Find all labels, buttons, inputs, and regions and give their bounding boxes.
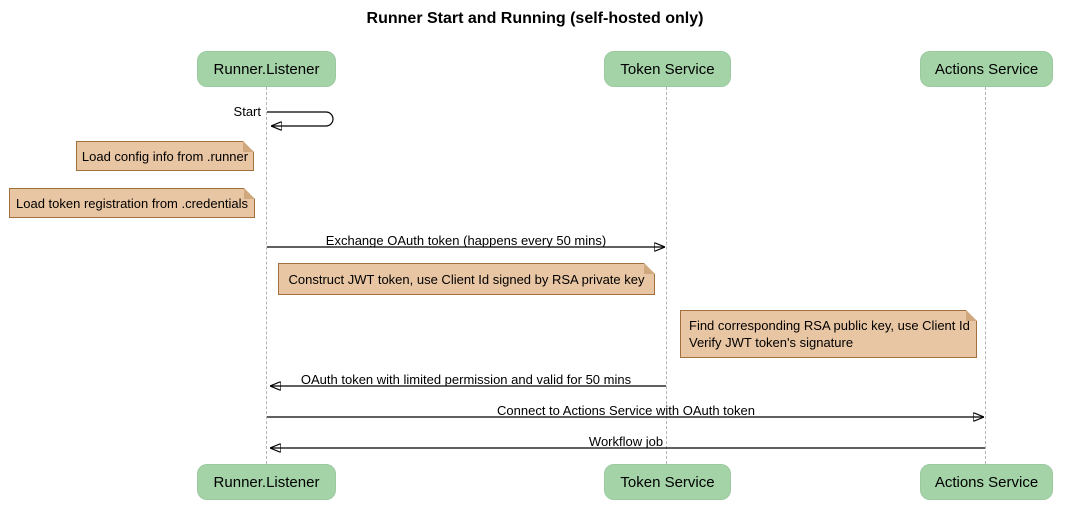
note-text: Find corresponding RSA public key, use C…: [689, 317, 970, 351]
note-construct-jwt: Construct JWT token, use Client Id signe…: [278, 263, 655, 295]
note-text: Load config info from .runner: [81, 148, 249, 164]
participant-label: Actions Service: [934, 473, 1039, 491]
note-text: Construct JWT token, use Client Id signe…: [288, 271, 645, 287]
message-exchange-token-label: Exchange OAuth token (happens every 50 m…: [325, 233, 607, 248]
note-load-credentials: Load token registration from .credential…: [9, 188, 255, 218]
message-connect-actions-label: Connect to Actions Service with OAuth to…: [497, 403, 755, 418]
participant-label: Token Service: [620, 60, 715, 78]
message-oauth-return-label: OAuth token with limited permission and …: [300, 372, 632, 387]
participant-label: Runner.Listener: [213, 60, 320, 78]
message-workflow-job-label: Workflow job: [588, 434, 664, 449]
participant-label: Actions Service: [934, 60, 1039, 78]
participant-token-service-bottom: Token Service: [604, 464, 731, 500]
note-load-config: Load config info from .runner: [76, 141, 254, 171]
participant-label: Token Service: [620, 473, 715, 491]
lifeline-actions-service: [985, 87, 986, 464]
diagram-title: Runner Start and Running (self-hosted on…: [366, 10, 704, 27]
participant-token-service-top: Token Service: [604, 51, 731, 87]
note-line-2: Verify JWT token's signature: [689, 335, 854, 350]
participant-runner-listener-bottom: Runner.Listener: [197, 464, 336, 500]
lifeline-runner-listener: [266, 87, 267, 464]
message-start-label: Start: [233, 104, 261, 119]
self-message-start-arrow: [267, 111, 334, 126]
lifeline-token-service: [666, 87, 667, 464]
note-verify-jwt: Find corresponding RSA public key, use C…: [680, 310, 977, 358]
participant-label: Runner.Listener: [213, 473, 320, 491]
participant-actions-service-bottom: Actions Service: [920, 464, 1053, 500]
note-text: Load token registration from .credential…: [16, 195, 248, 211]
participant-actions-service-top: Actions Service: [920, 51, 1053, 87]
note-line-1: Find corresponding RSA public key, use C…: [689, 318, 970, 333]
participant-runner-listener-top: Runner.Listener: [197, 51, 336, 87]
